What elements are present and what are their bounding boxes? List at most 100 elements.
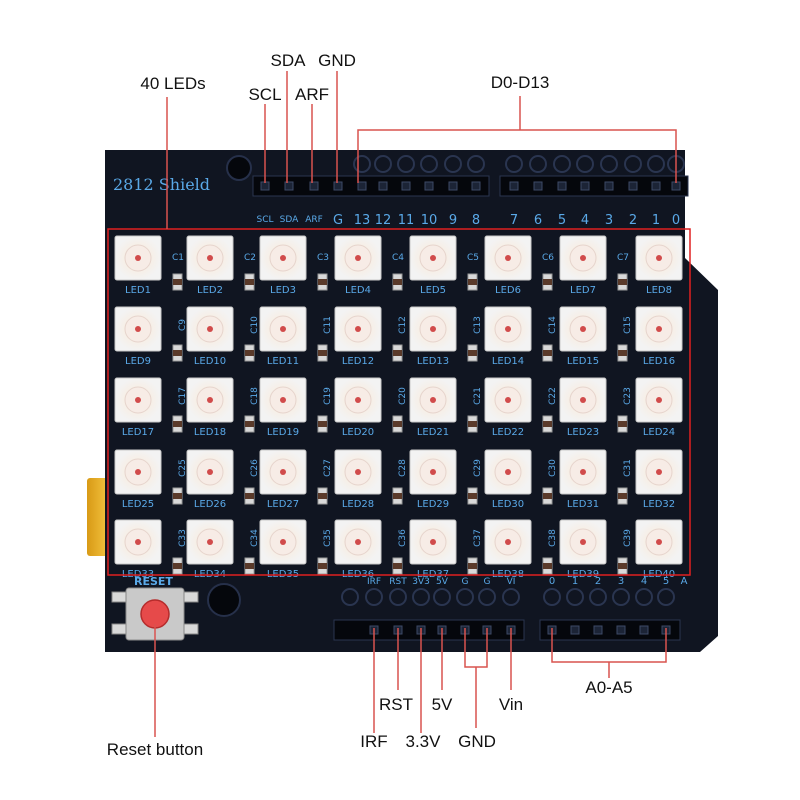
header-pin-label: G [333, 213, 343, 228]
capacitor-band [318, 279, 327, 285]
capacitor-band [173, 563, 182, 569]
header-pin[interactable] [401, 181, 411, 191]
led-label: LED4 [345, 285, 371, 296]
capacitor-label: C37 [473, 529, 483, 547]
header-pin[interactable] [604, 181, 614, 191]
capacitor-label: C28 [398, 459, 408, 477]
callout-label-sda: SDA [271, 51, 307, 70]
header-pin-label: 10 [421, 213, 438, 228]
power-header-via [478, 588, 496, 606]
capacitor-label: C36 [398, 529, 408, 547]
analog-header-pin[interactable] [593, 625, 603, 635]
led-die [580, 326, 586, 332]
analog-header-label: 1 [572, 576, 578, 587]
capacitor-band [543, 563, 552, 569]
header-pin[interactable] [357, 181, 367, 191]
led-die [280, 255, 286, 261]
capacitor-band [393, 279, 402, 285]
led-die [505, 397, 511, 403]
header-pin-label: 5 [558, 213, 566, 228]
led-die [355, 469, 361, 475]
capacitor-label: C26 [250, 459, 260, 477]
capacitor-label: C5 [467, 253, 479, 263]
led-die [430, 326, 436, 332]
header-pin[interactable] [651, 181, 661, 191]
header-pin[interactable] [509, 181, 519, 191]
analog-header-pin[interactable] [639, 625, 649, 635]
header-pin[interactable] [284, 181, 294, 191]
led-label: LED31 [567, 499, 599, 510]
header-pin[interactable] [671, 181, 681, 191]
analog-header-via [589, 588, 607, 606]
callout-label-arf: ARF [295, 85, 329, 104]
power-header-via [365, 588, 383, 606]
analog-header-via [657, 588, 675, 606]
led-die [580, 539, 586, 545]
capacitor-band [173, 421, 182, 427]
analog-header-pin[interactable] [616, 625, 626, 635]
header-pin[interactable] [471, 181, 481, 191]
led-label: LED8 [646, 285, 672, 296]
analog-header-pin[interactable] [570, 625, 580, 635]
analog-header-label: A [681, 576, 688, 587]
led-label: LED3 [270, 285, 296, 296]
capacitor-label: C38 [548, 529, 558, 547]
led-label: LED20 [342, 427, 374, 438]
power-header-via [412, 588, 430, 606]
header-pin[interactable] [378, 181, 388, 191]
capacitor-band [245, 279, 254, 285]
capacitor-band [245, 493, 254, 499]
callout-label-5v: 5V [432, 695, 453, 714]
capacitor-band [618, 563, 627, 569]
capacitor-band [468, 279, 477, 285]
led-label: LED19 [267, 427, 299, 438]
led-die [430, 397, 436, 403]
capacitor-label: C7 [617, 253, 629, 263]
capacitor-label: C13 [473, 316, 483, 334]
led-die [656, 469, 662, 475]
led-die [207, 255, 213, 261]
led-die [656, 397, 662, 403]
header-pin-label: 2 [629, 213, 637, 228]
led-die [135, 326, 141, 332]
led-die [430, 539, 436, 545]
callout-label-digital: D0-D13 [491, 73, 550, 92]
analog-header-via [635, 588, 653, 606]
header-pin[interactable] [580, 181, 590, 191]
power-header-label: VI [507, 577, 516, 587]
mounting-hole [207, 583, 241, 617]
power-header-label: RST [389, 577, 407, 587]
header-pin[interactable] [448, 181, 458, 191]
callout-label-leds: 40 LEDs [140, 74, 205, 93]
header-pin-label: 1 [652, 213, 660, 228]
led-die [580, 255, 586, 261]
header-pin[interactable] [533, 181, 543, 191]
header-via [374, 155, 392, 173]
header-pin[interactable] [628, 181, 638, 191]
header-via [529, 155, 547, 173]
power-header-strip [333, 619, 525, 641]
led-die [505, 539, 511, 545]
capacitor-label: C22 [548, 387, 558, 405]
capacitor-band [173, 493, 182, 499]
header-pin[interactable] [309, 181, 319, 191]
header-pin[interactable] [557, 181, 567, 191]
header-pin-label: 8 [472, 213, 480, 228]
capacitor-label: C9 [178, 319, 188, 331]
header-via [353, 155, 371, 173]
reset-button-pad [183, 591, 199, 603]
header-pin[interactable] [424, 181, 434, 191]
led-label: LED28 [342, 499, 374, 510]
reset-button[interactable] [140, 599, 170, 629]
capacitor-band [468, 421, 477, 427]
mounting-hole [226, 155, 252, 181]
side-connector [87, 478, 109, 556]
led-area-outline [107, 228, 691, 576]
analog-header-label: 2 [595, 576, 601, 587]
power-header-label: 5V [436, 577, 449, 587]
capacitor-label: C1 [172, 253, 184, 263]
header-pin[interactable] [260, 181, 270, 191]
header-pin[interactable] [333, 181, 343, 191]
callout-label-irf: IRF [360, 732, 387, 751]
